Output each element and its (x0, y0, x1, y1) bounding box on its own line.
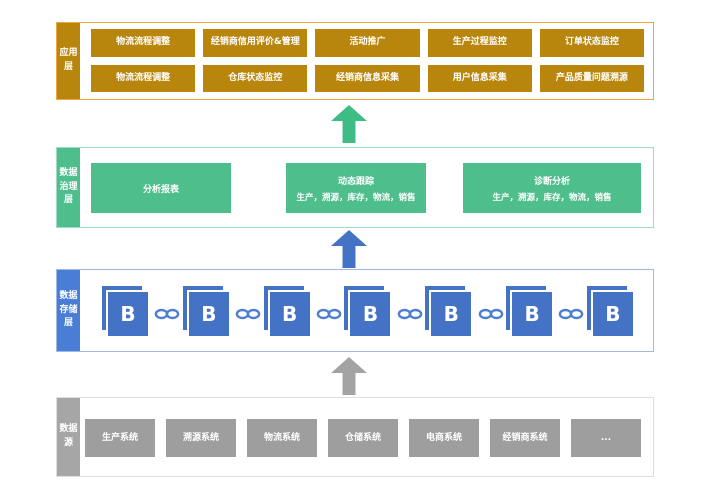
block-face: B (106, 290, 150, 338)
chain-link-icon (478, 308, 503, 320)
app-module-activity-promo: 活动推广 (315, 29, 420, 57)
block-letter: B (605, 302, 621, 326)
dynamic-tracking-title: 动态跟踪 (337, 176, 374, 187)
app-module-dealer-info: 经销商信息采集 (315, 64, 420, 92)
app-module-dealer-credit: 经销商信用评价&管理 (203, 29, 308, 57)
storage-layer-label: 数据存储层 (57, 270, 80, 351)
block-face: B (186, 290, 231, 338)
diagnosis-analysis-box: 诊断分析 生产，溯源，库存，物流，销售 (463, 163, 641, 213)
source-system-warehouse: 仓储系统 (328, 419, 398, 457)
chain-link-icon (235, 308, 261, 320)
source-system-traceability: 溯源系统 (166, 419, 236, 457)
block-face: B (590, 290, 635, 338)
source-layer-label: 数据源 (57, 398, 80, 476)
block-letter: B (282, 302, 298, 326)
app-module-logistics-adjust-1: 物流流程调整 (91, 29, 196, 57)
data-source-layer: 数据源 生产系统 溯源系统 物流系统 仓储系统 电商系统 经销商系统 ... (56, 397, 654, 477)
app-module-order-status: 订单状态监控 (539, 29, 644, 57)
application-layer-label: 应用层 (57, 23, 80, 99)
blockchain-row: B B B B B (102, 286, 637, 340)
analysis-report-box: 分析报表 (91, 163, 231, 213)
block-letter: B (362, 302, 379, 326)
source-system-dealer: 经销商系统 (490, 419, 560, 457)
blockchain-block: B (182, 286, 233, 340)
source-system-production: 生产系统 (85, 419, 155, 457)
arrow-up-green-icon (331, 105, 367, 143)
analysis-report-title: 分析报表 (142, 184, 179, 195)
app-module-warehouse-monitor: 仓库状态监控 (203, 64, 308, 92)
source-system-logistics: 物流系统 (247, 419, 317, 457)
app-module-production-monitor: 生产过程监控 (427, 29, 532, 57)
block-face: B (510, 290, 555, 338)
arrow-up-blue-icon (331, 230, 367, 268)
chain-link-icon (155, 308, 180, 320)
diagnosis-analysis-title: 诊断分析 (533, 176, 570, 187)
block-letter: B (443, 302, 459, 326)
blockchain-block: B (344, 286, 394, 340)
chain-link-icon (559, 308, 584, 320)
source-system-more: ... (571, 419, 641, 457)
dynamic-tracking-box: 动态跟踪 生产，溯源，库存，物流，销售 (286, 163, 426, 213)
block-letter: B (524, 302, 540, 326)
chain-link-icon (397, 308, 423, 320)
application-modules: 物流流程调整 经销商信用评价&管理 活动推广 生产过程监控 订单状态监控 物流流… (91, 29, 644, 92)
source-systems: 生产系统 溯源系统 物流系统 仓储系统 电商系统 经销商系统 ... (85, 419, 641, 457)
source-system-ecommerce: 电商系统 (409, 419, 479, 457)
app-module-user-info: 用户信息采集 (427, 64, 532, 92)
arrow-up-gray-icon (331, 357, 367, 395)
data-storage-layer: 数据存储层 B B B B B (56, 269, 654, 352)
chain-link-icon (316, 308, 342, 320)
blockchain-block: B (425, 286, 475, 340)
diagnosis-analysis-subtitle: 生产，溯源，库存，物流，销售 (492, 192, 612, 203)
blockchain-block: B (102, 286, 152, 340)
block-face: B (429, 290, 474, 338)
blockchain-block: B (263, 286, 314, 340)
governance-layer-label: 数据治理层 (57, 148, 80, 227)
app-module-quality-trace: 产品质量问题溯源 (539, 64, 644, 92)
blockchain-block: B (506, 286, 556, 340)
application-layer: 应用层 物流流程调整 经销商信用评价&管理 活动推广 生产过程监控 订单状态监控… (56, 22, 654, 100)
block-face: B (348, 290, 393, 338)
data-governance-layer: 数据治理层 分析报表 动态跟踪 生产，溯源，库存，物流，销售 诊断分析 生产，溯… (56, 147, 654, 228)
app-module-logistics-adjust-2: 物流流程调整 (91, 64, 196, 92)
blockchain-block: B (586, 286, 637, 340)
dynamic-tracking-subtitle: 生产，溯源，库存，物流，销售 (296, 192, 416, 203)
block-face: B (267, 290, 312, 338)
block-letter: B (120, 302, 136, 326)
block-letter: B (201, 302, 217, 326)
